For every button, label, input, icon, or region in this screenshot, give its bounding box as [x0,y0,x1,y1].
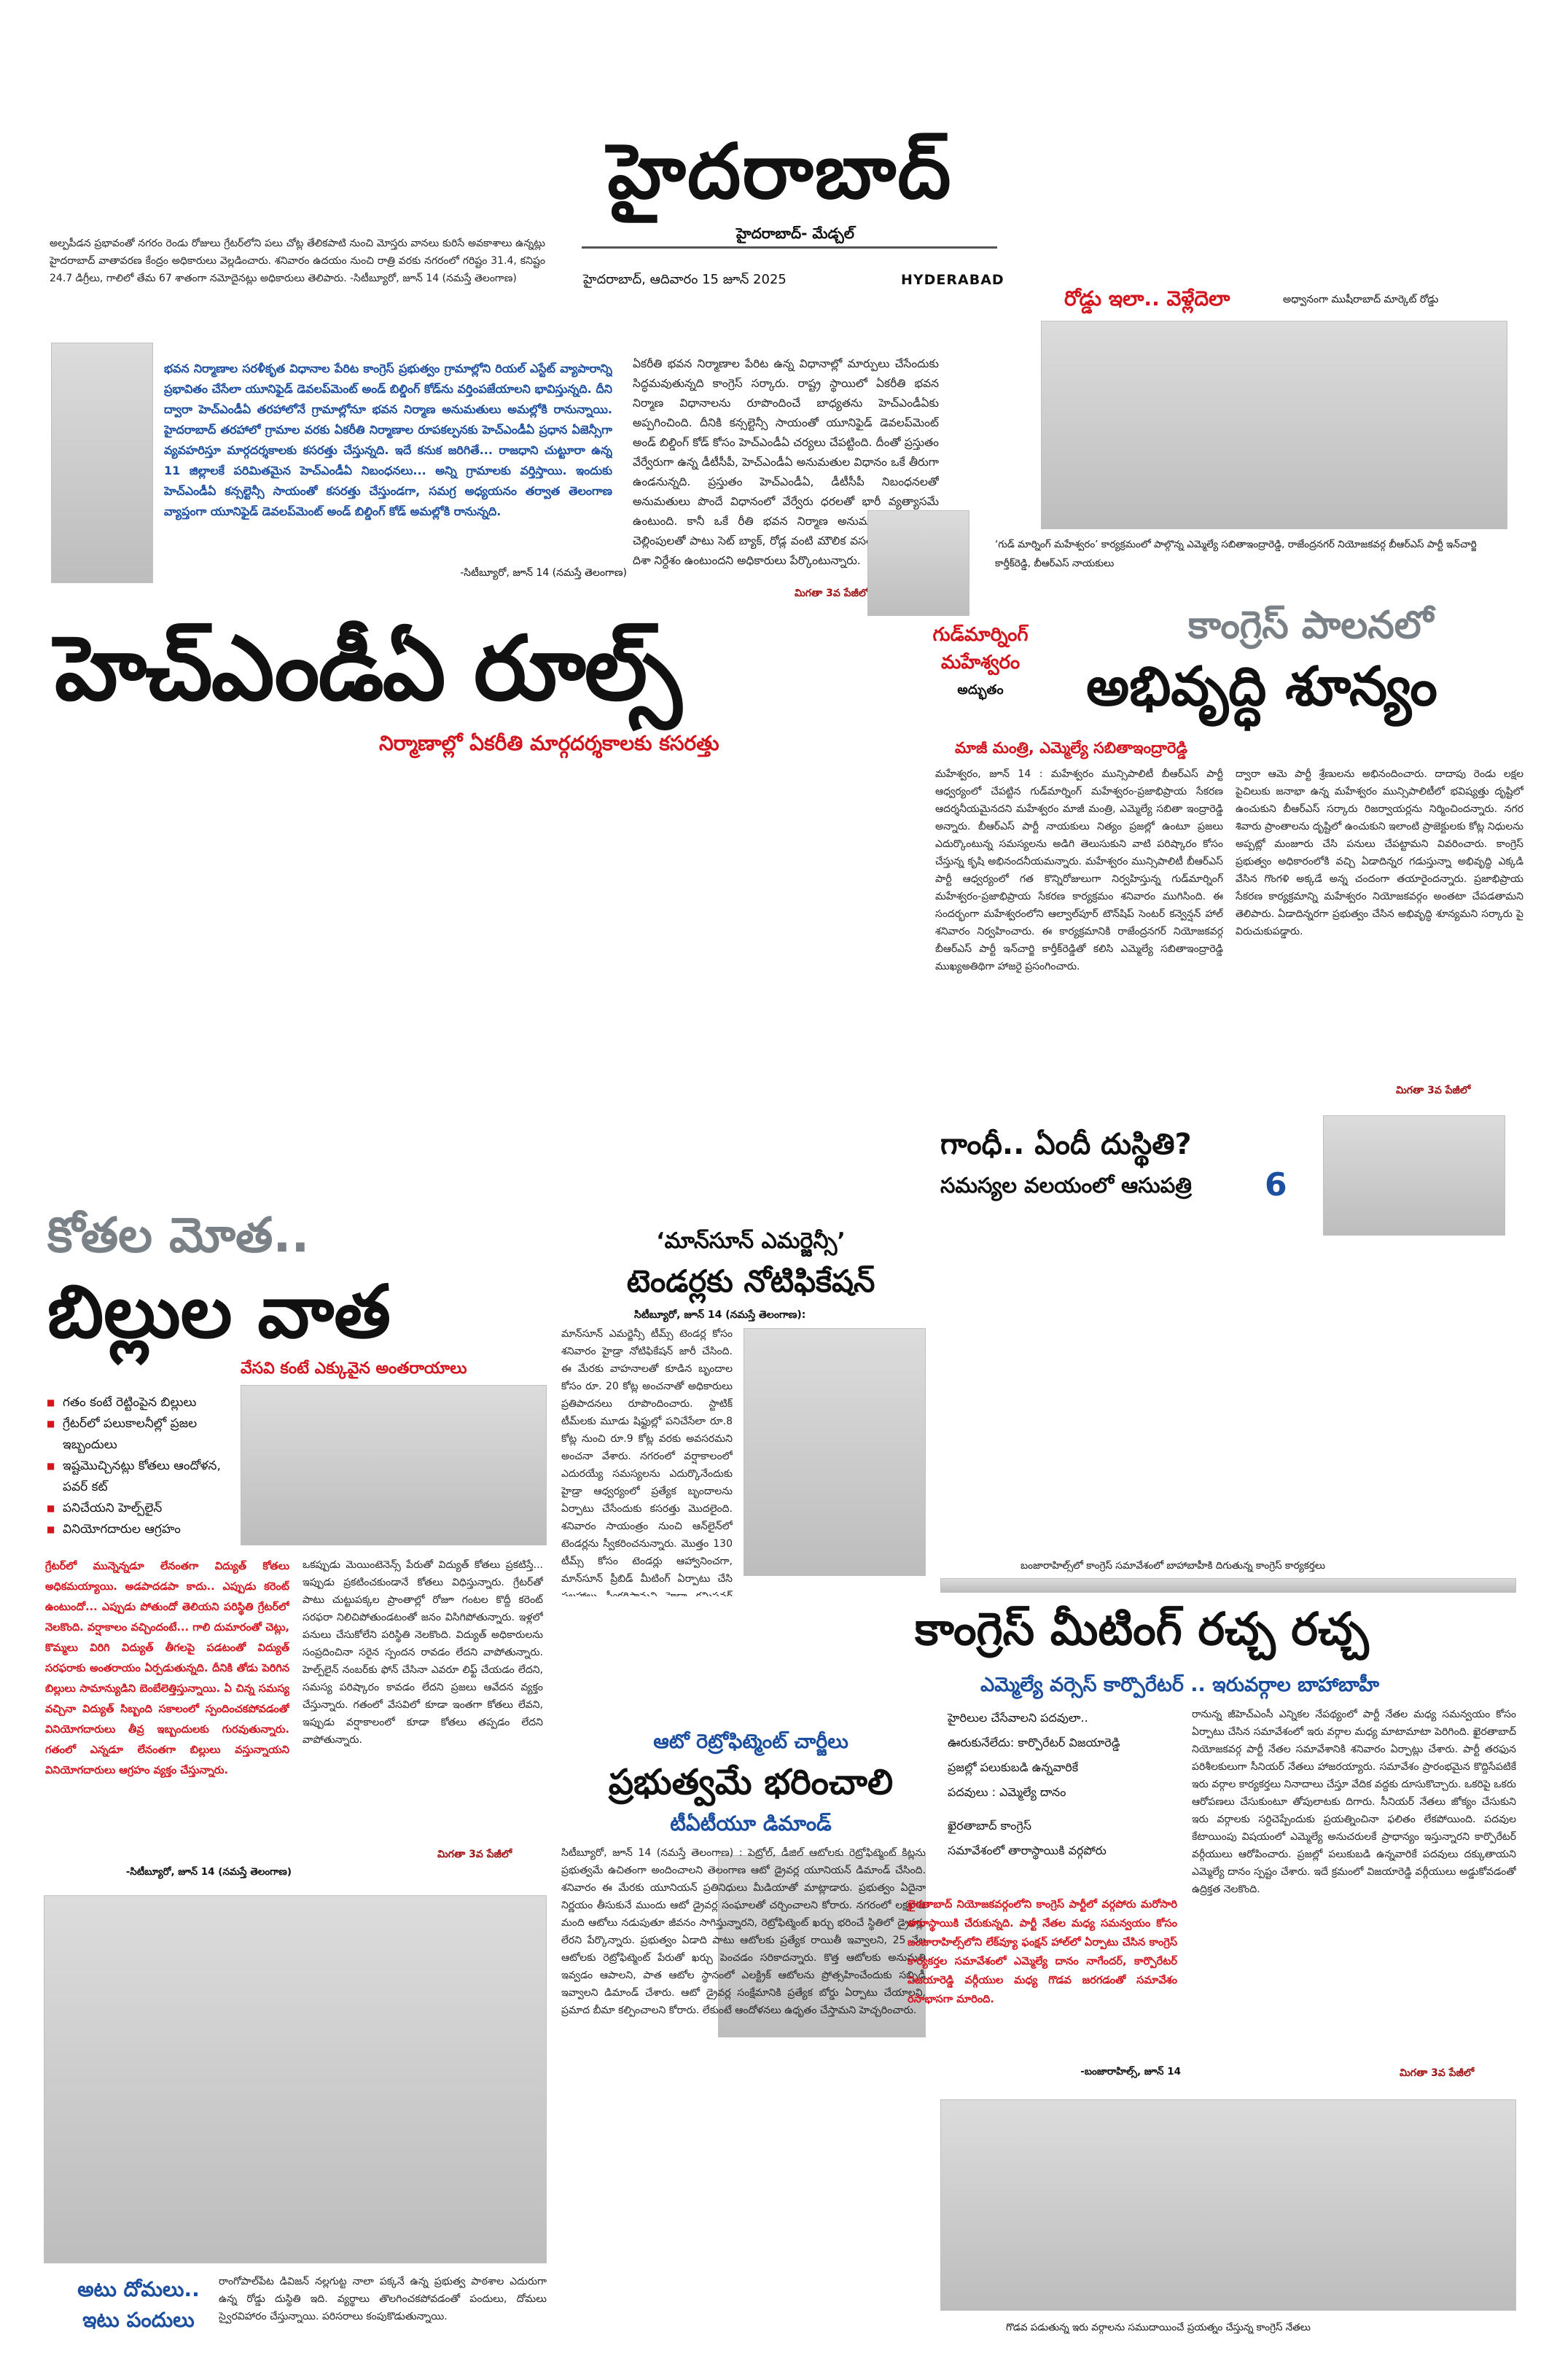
congress-kicker: కాంగ్రెస్ పాలనలో [1188,604,1434,647]
banjara-pull: హైరిలుల చేసేవాలని పదవులా.. ఊరుకునేలేదు: … [948,1706,1174,1888]
banjara-lead: ఖైరతాబాద్ నియోజకవర్గంలోని కాంగ్రెస్ పార్… [908,1895,1177,2056]
gandhi-headline: గాంధీ.. ఏందీ దుస్థితి? [940,1128,1192,1161]
hmda-lead-credit: -సిటీబ్యూరో, జూన్ 14 (నమస్తే తెలంగాణ) [460,567,627,579]
masthead-subtitle: హైదరాబాద్- మేడ్చల్ [736,225,854,242]
banjara-lead-credit: -బంజారాహిల్స్, జూన్ 14 [1080,2066,1181,2077]
auto-photo [718,1855,926,2037]
banjara-photo-caption-bottom: గొడవ పడుతున్న ఇరు వర్గాలను సముదాయించే ప్… [1006,2322,1311,2333]
hmda-subhead: నిర్మాణాల్లో ఏకరీతి మార్గదర్శకాలకు కసరత్… [379,731,719,755]
power-bullet: గ్రేటర్‌లో పలుకాలనీల్లో ప్రజల ఇబ్బందులు [44,1413,233,1456]
pull-line: ప్రజల్లో పలుకుబడి ఉన్నవారికే [948,1760,1079,1774]
road-photo [1041,321,1507,529]
masthead-edition: HYDERABAD [901,272,1004,288]
gandhi-page-number[interactable]: 6 [1265,1166,1287,1203]
banjara-subhead: ఎమ్మెల్యే వర్సెస్ కార్పొరేటర్ .. ఇరువర్గ… [980,1674,1380,1696]
banjara-continued[interactable]: మిగతా 3వ పేజీలో [1400,2067,1475,2079]
pull-line: సమావేశంలో తారాస్థాయికి వర్గపోరు [948,1843,1107,1857]
hmda-photo [51,343,153,583]
congress-headline: అభివృద్ధి శూన్యం [1086,655,1437,718]
power-body-text: ఒకప్పుడు మెయింటెనెన్స్ పేరుతో విద్యుత్ క… [303,1559,543,1746]
bottom-brief-text: రాంగోపాల్‌పేట డివిజన్ నల్లగుట్ట నాలా పక్… [219,2273,547,2346]
masthead-rule [582,246,997,249]
monsoon-kicker: ‘మాన్‌సూన్ ఎమర్జెన్సీ’ [656,1228,846,1254]
power-bullet: వినియోగదారుల ఆగ్రహం [44,1519,233,1540]
good-morning-tag: గుడ్‌మార్నింగ్ మహేశ్వరం అద్భుతం [918,621,1042,709]
hmda-lead: భవన నిర్మాణాల సరళీకృత విధానాల పేరిట కాంగ… [164,359,612,577]
power-bullet: పనిచేయని హెల్ప్‌లైన్ [44,1498,233,1519]
power-bullet: ఇష్టమొచ్చినట్లు కోతలు ఆందోళన, పవర్ కట్ [44,1456,233,1498]
banjara-photo-bottom [940,2099,1516,2311]
power-subhead: వేసవి కంటే ఎక్కువైన అంతరాయాలు [241,1359,467,1378]
pull-line: హైరిలుల చేసేవాలని పదవులా.. [948,1711,1088,1725]
tag-line-1: గుడ్‌మార్నింగ్ [932,624,1029,646]
power-continued[interactable]: మిగతా 3వ పేజీలో [437,1849,512,1860]
power-bullets: గతం కంటే రెట్టింపైన బిల్లులు గ్రేటర్‌లో … [44,1392,233,1545]
weather-text: అల్పపీడన ప్రభావంతో నగరం రెండు రోజులు గ్ర… [50,238,545,284]
weather-brief: అల్పపీడన ప్రభావంతో నగరం రెండు రోజులు గ్ర… [50,235,545,328]
banjara-photo-caption-top: బంజారాహిల్స్‌లో కాంగ్రెస్ సమావేశంలో బాహా… [1021,1560,1326,1572]
weather-credit: -సిటీబ్యూరో, జూన్ 14 (నమస్తే తెలంగాణ) [350,273,517,284]
power-lead-credit: -సిటీబ్యూరో, జూన్ 14 (నమస్తే తెలంగాణ) [125,1866,292,1878]
congress-col-2-text: ద్వారా ఆమె పార్టీ శ్రేణులను అభినందించారు… [1236,768,1523,937]
power-body: ఒకప్పుడు మెయింటెనెన్స్ పేరుతో విద్యుత్ క… [303,1556,543,1844]
bottom-brief-photo [44,1895,547,2263]
road-photo-caption: అధ్వానంగా ముషీరాబాద్ మార్కెట్ రోడ్డు [1283,294,1439,305]
masthead: హైదరాబాద్ హైదరాబాద్- మేడ్చల్ హైదరాబాద్, … [0,0,1557,292]
auto-body-text: సిటీబ్యూరో, జూన్ 14 (నమస్తే తెలంగాణ) : ప… [561,1847,926,2016]
monsoon-col-1: మాన్‌సూన్ ఎమర్జెన్సీ టీమ్స్ టెండర్ల కోసం… [561,1325,733,1596]
monsoon-body-text: మాన్‌సూన్ ఎమర్జెన్సీ టీమ్స్ టెండర్ల కోసం… [561,1328,733,1596]
hmda-headline: హెచ్‌ఎండీఏ రూల్స్ [55,617,682,720]
congress-continued[interactable]: మిగతా 3వ పేజీలో [1396,1085,1471,1096]
congress-col-1: మహేశ్వరం, జూన్ 14 : మహేశ్వరం మున్సిపాలిట… [935,765,1223,1101]
congress-photo-caption: ‘గుడ్ మార్నింగ్ మహేశ్వరం’ కార్యక్రమంలో ప… [995,535,1513,573]
auto-headline: ప్రభుత్వమే భరించాలి [608,1762,894,1803]
masthead-title: హైదరాబాద్ [607,126,953,216]
congress-byline: మాజీ మంత్రి, ఎమ్మెల్యే సబితాఇంద్రారెడ్డి [955,739,1187,757]
hmda-lead-text: భవన నిర్మాణాల సరళీకృత విధానాల పేరిట కాంగ… [164,362,612,518]
auto-body: సిటీబ్యూరో, జూన్ 14 (నమస్తే తెలంగాణ) : ప… [561,1844,926,2347]
monsoon-photo [744,1328,926,1576]
banjara-headline: కాంగ్రెస్ మీటింగ్ రచ్చ రచ్చ [915,1602,1369,1655]
monsoon-credit: సిటీబ్యూరో, జూన్ 14 (నమస్తే తెలంగాణ): [634,1309,806,1321]
bottom-brief-headline-1: అటు దోమలు.. [77,2277,200,2301]
monsoon-headline: టెండర్లకు నోటిఫికేషన్ [626,1263,875,1299]
congress-small-photo [867,510,969,616]
congress-col-1-text: మహేశ్వరం, జూన్ 14 : మహేశ్వరం మున్సిపాలిట… [935,768,1223,972]
auto-subhead: టీఏటీయూ డిమాండ్ [670,1811,832,1835]
banjara-body-text: రానున్న జీహెచ్‌ఎంసీ ఎన్నికల నేపథ్యంలో పా… [1192,1709,1516,1895]
bottom-brief-headline-2: ఇటు పందులు [82,2308,195,2332]
tag-line-2: మహేశ్వరం [940,652,1021,674]
bottom-brief-headline: అటు దోమలు.. ఇటు పందులు [66,2274,211,2340]
power-headline: బిల్లుల వాత [47,1269,391,1354]
power-lead-text: గ్రేటర్‌లో మున్నెన్నడూ లేనంతగా విద్యుత్ … [45,1561,289,1776]
banjara-photo-top [940,1578,1516,1593]
auto-kicker: ఆటో రెట్రోఫిట్మెంట్ చార్జీలు [653,1731,848,1753]
congress-photo-caption-text: ‘గుడ్ మార్నింగ్ మహేశ్వరం’ కార్యక్రమంలో ప… [995,539,1477,569]
congress-col-2: ద్వారా ఆమె పార్టీ శ్రేణులను అభినందించారు… [1236,765,1523,1080]
power-bullet: గతం కంటే రెట్టింపైన బిల్లులు [44,1392,233,1413]
masthead-date: హైదరాబాద్, ఆదివారం 15 జూన్ 2025 [583,272,787,287]
bottom-brief-text-body: రాంగోపాల్‌పేట డివిజన్ నల్లగుట్ట నాలా పక్… [219,2276,547,2322]
road-photo-title: రోడ్డు ఇలా.. వెళ్లేదెలా [1064,286,1230,311]
power-lead: గ్రేటర్‌లో మున్నెన్నడూ లేనంతగా విద్యుత్ … [45,1556,289,1862]
gandhi-photo [1323,1115,1505,1236]
hmda-continued[interactable]: మిగతా 3వ పేజీలో [795,588,870,599]
tag-line-3: అద్భుతం [957,682,1004,698]
pull-line: ఖైరతాబాద్ కాంగ్రెస్ [948,1819,1031,1833]
power-kicker: కోతల మోత.. [47,1207,310,1263]
pull-line: పదవులు : ఎమ్మెల్యే దానం [948,1785,1066,1799]
banjara-body: రానున్న జీహెచ్‌ఎంసీ ఎన్నికల నేపథ్యంలో పా… [1192,1706,1516,2063]
hmda-body-text: ఏకరీతి భవన నిర్మాణాల పేరిట ఉన్న విధానాల్… [633,357,939,567]
hmda-body: ఏకరీతి భవన నిర్మాణాల పేరిట ఉన్న విధానాల్… [633,354,939,582]
gandhi-sub: సమస్యల వలయంలో ఆసుపత్రి [940,1173,1192,1198]
power-photo [241,1385,547,1545]
banjara-lead-text: ఖైరతాబాద్ నియోజకవర్గంలోని కాంగ్రెస్ పార్… [908,1899,1177,2005]
pull-line: ఊరుకునేలేదు: కార్పొరేటర్ విజయారెడ్డి [948,1736,1120,1749]
